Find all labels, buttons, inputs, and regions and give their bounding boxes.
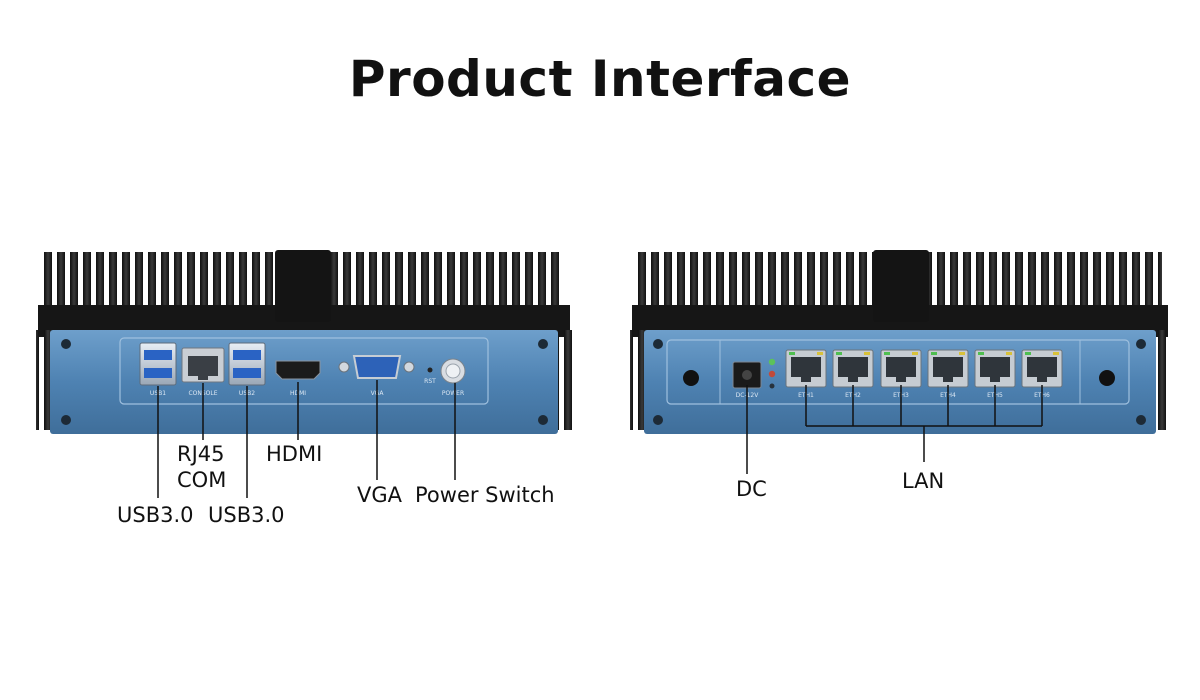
label-usb3-right: USB3.0 bbox=[208, 503, 285, 527]
eth-port-5 bbox=[974, 349, 1016, 388]
screw-icon bbox=[61, 339, 71, 349]
label-com: COM bbox=[177, 468, 227, 492]
antenna-hole-right bbox=[1099, 370, 1115, 386]
led-green-icon bbox=[768, 358, 776, 366]
label-vga: VGA bbox=[357, 483, 403, 507]
port-name-power: POWER bbox=[442, 390, 464, 397]
label-dc: DC bbox=[736, 477, 767, 501]
screw-icon bbox=[538, 415, 548, 425]
dc-jack bbox=[732, 361, 762, 389]
screw-icon bbox=[653, 339, 663, 349]
usb-port-2 bbox=[228, 342, 266, 386]
vga-port bbox=[338, 355, 415, 379]
label-power-switch: Power Switch bbox=[415, 483, 555, 507]
label-rj45: RJ45 bbox=[177, 442, 225, 466]
front-panel bbox=[50, 330, 558, 434]
rear-top-block bbox=[873, 250, 929, 322]
hdmi-port bbox=[275, 360, 321, 380]
led-red-icon bbox=[768, 370, 776, 378]
label-usb3-left: USB3.0 bbox=[117, 503, 194, 527]
eth-port-3 bbox=[880, 349, 922, 388]
screw-icon bbox=[1136, 415, 1146, 425]
screw-icon bbox=[1136, 339, 1146, 349]
power-button bbox=[440, 358, 466, 384]
reset-button bbox=[427, 367, 433, 373]
eth-port-2 bbox=[832, 349, 874, 388]
front-top-block bbox=[275, 250, 331, 322]
label-lan: LAN bbox=[902, 469, 945, 493]
page-title: Product Interface bbox=[348, 50, 852, 108]
eth-port-6 bbox=[1021, 349, 1063, 388]
eth-port-1 bbox=[785, 349, 827, 388]
eth-port-4 bbox=[927, 349, 969, 388]
usb-port-1 bbox=[139, 342, 177, 386]
screw-icon bbox=[538, 339, 548, 349]
rear-device: DC-12V ETH1 ETH2 ETH3 ETH4 ETH5 ETH6 bbox=[630, 250, 1170, 474]
port-name-rst: RST bbox=[424, 378, 436, 385]
antenna-hole-left bbox=[683, 370, 699, 386]
callout-bracket-lan bbox=[805, 385, 1043, 462]
console-rj45-port bbox=[181, 347, 225, 383]
front-device: USB1 CONSOLE USB2 HDMI VGA RST POWER bbox=[36, 250, 572, 498]
screw-icon bbox=[61, 415, 71, 425]
led-dark-icon bbox=[769, 383, 775, 389]
label-hdmi: HDMI bbox=[266, 442, 323, 466]
screw-icon bbox=[653, 415, 663, 425]
